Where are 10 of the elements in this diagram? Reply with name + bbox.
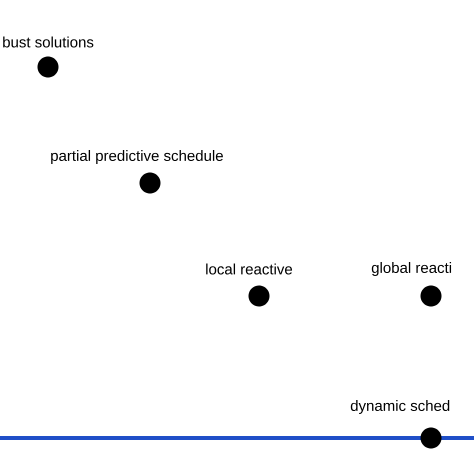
dot — [38, 56, 58, 78]
dot-label: dynamic sched — [350, 400, 450, 414]
dot — [248, 286, 270, 306]
dot-label: bust solutions — [3, 36, 94, 48]
dot — [140, 172, 160, 194]
dot-label: partial predictive schedule — [51, 150, 223, 164]
dot-label: global reacti — [372, 262, 452, 276]
dot-label: local reactive — [206, 264, 292, 274]
dot — [420, 286, 442, 306]
dot — [420, 428, 442, 448]
